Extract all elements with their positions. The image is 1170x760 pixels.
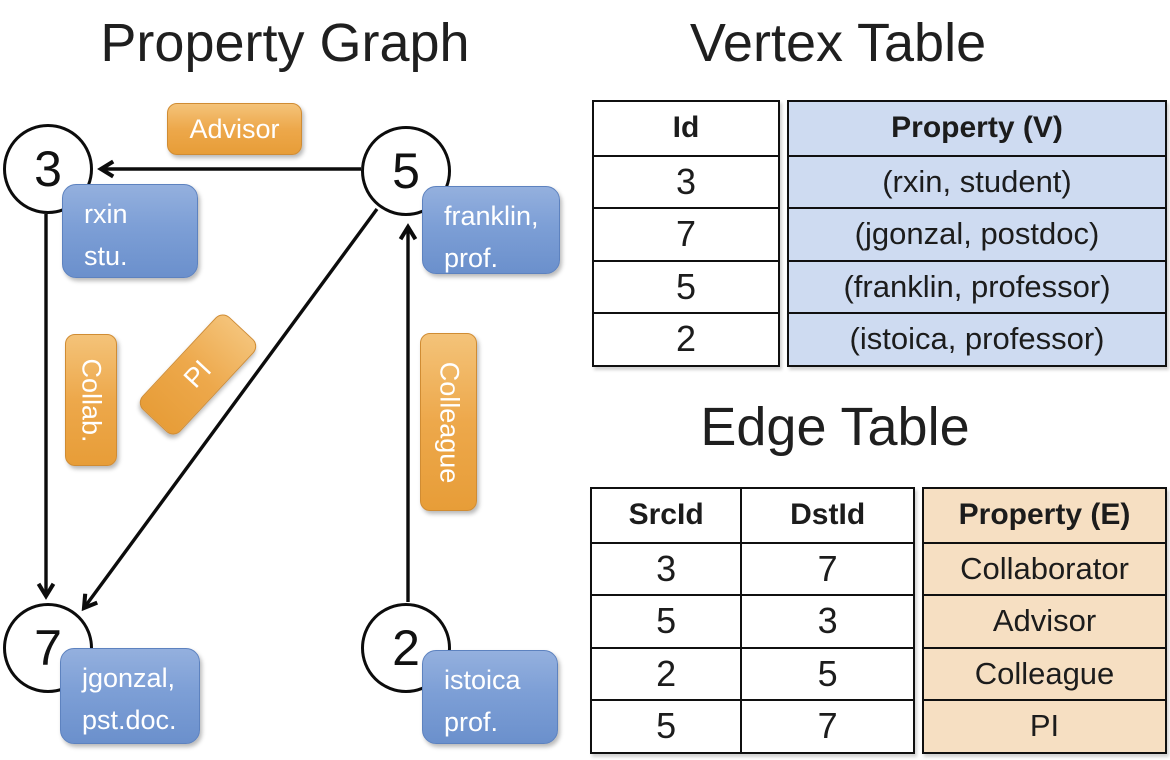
vertex-prop-line: jgonzal, xyxy=(82,663,176,693)
vertex-prop-line: prof. xyxy=(444,242,499,273)
vertex-table-cell-id: 3 xyxy=(594,154,778,208)
vertex-prop-line: prof. xyxy=(444,706,499,737)
vertex-table-cell-property: (jgonzal, postdoc) xyxy=(789,207,1165,260)
edge-table-cell-srcid: 2 xyxy=(656,652,677,694)
edge-label-text: Advisor xyxy=(189,113,280,144)
vertex-table-header-id: Id xyxy=(672,111,700,145)
edge-5-to-7-pi xyxy=(81,207,379,612)
vertex-table: Id 3 7 5 2 Property (V) (rxin, student) … xyxy=(592,100,1167,367)
node-3-id: 3 xyxy=(34,141,62,197)
edge-table-cell-srcid: 3 xyxy=(656,547,677,589)
vertex-prop-box-jgonzal: jgonzal, pst.doc. xyxy=(60,648,200,744)
edge-label-collab: Collab. xyxy=(65,334,117,466)
vertex-prop-line: pst.doc. xyxy=(82,704,177,735)
edge-table-cell-srcid: 5 xyxy=(656,600,677,642)
edge-table-cell-property: Collaborator xyxy=(924,541,1165,595)
edge-table-cell-dstid: 3 xyxy=(740,596,913,647)
vertex-table-cell-property: (istoica, professor) xyxy=(789,312,1165,365)
edge-table-id-columns: SrcId DstId 3 7 5 3 2 5 5 7 xyxy=(590,487,915,754)
vertex-prop-box-franklin: franklin, prof. xyxy=(422,186,560,274)
edge-table-header-property: Property (E) xyxy=(958,498,1131,532)
vertex-table-cell-id: 7 xyxy=(594,207,778,260)
edge-label-text: Colleague xyxy=(434,361,464,483)
edge-table-header-srcid: SrcId xyxy=(628,498,704,532)
vertex-prop-line: stu. xyxy=(84,240,128,271)
edge-label-text: Collab. xyxy=(76,357,107,443)
edge-label-colleague: Colleague xyxy=(420,333,477,511)
edge-table-cell-property: PI xyxy=(924,699,1165,752)
vertex-table-header-property: Property (V) xyxy=(891,111,1063,145)
graph-node-5: 5 xyxy=(361,126,451,216)
vertex-prop-line: franklin, xyxy=(444,201,539,231)
edge-table-cell-dstid: 5 xyxy=(740,648,913,699)
vertex-table-cell-property: (franklin, professor) xyxy=(789,259,1165,313)
edge-table-cell-dstid: 7 xyxy=(740,543,913,594)
vertex-table-property-column: Property (V) (rxin, student) (jgonzal, p… xyxy=(787,100,1167,367)
edge-table-property-column: Property (E) Collaborator Advisor Collea… xyxy=(922,487,1167,754)
edge-table-header-dstid: DstId xyxy=(740,489,913,542)
vertex-table-id-column: Id 3 7 5 2 xyxy=(592,100,780,367)
vertex-prop-line: istoica xyxy=(444,665,521,695)
edge-table-cell-property: Colleague xyxy=(924,646,1165,700)
vertex-table-cell-id: 5 xyxy=(594,259,778,313)
edge-table-cell-dstid: 7 xyxy=(740,701,913,752)
property-graph-title: Property Graph xyxy=(100,13,470,73)
edge-table: SrcId DstId 3 7 5 3 2 5 5 7 Property (E)… xyxy=(590,487,1167,754)
vertex-table-cell-id: 2 xyxy=(594,312,778,365)
edge-table-cell-srcid: 5 xyxy=(656,705,677,747)
edge-label-text: PI xyxy=(177,354,218,394)
vertex-table-title: Vertex Table xyxy=(689,13,987,73)
node-7-id: 7 xyxy=(34,620,62,676)
vertex-prop-box-rxin: rxin stu. xyxy=(62,184,198,278)
vertex-prop-line: rxin xyxy=(84,199,128,229)
vertex-prop-box-istoica: istoica prof. xyxy=(422,650,558,744)
edge-table-cell-property: Advisor xyxy=(924,594,1165,647)
vertex-table-cell-property: (rxin, student) xyxy=(789,154,1165,208)
node-5-id: 5 xyxy=(392,143,420,199)
node-2-id: 2 xyxy=(392,620,420,676)
graph-node-2: 2 xyxy=(361,603,451,693)
edge-label-advisor: Advisor xyxy=(167,103,302,155)
edge-table-title: Edge Table xyxy=(700,397,970,457)
